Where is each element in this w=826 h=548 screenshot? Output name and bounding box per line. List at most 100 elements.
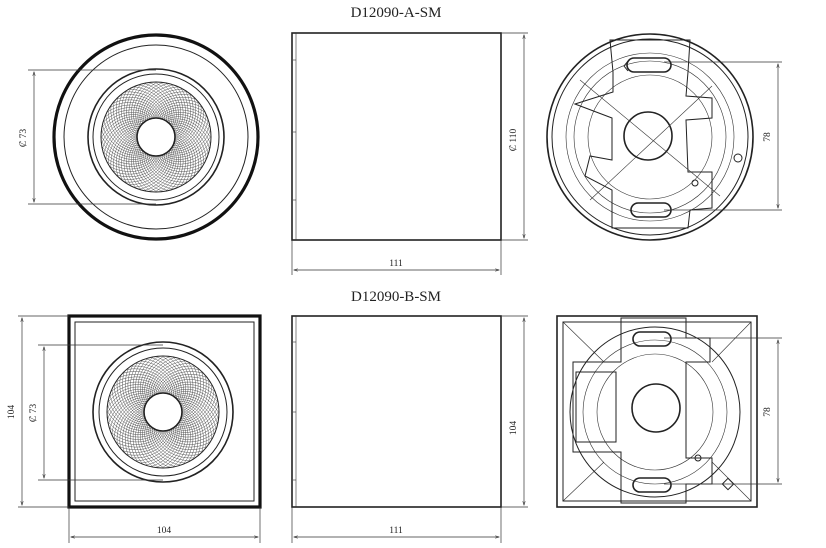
grille-line bbox=[107, 126, 141, 164]
grille-line bbox=[146, 153, 188, 183]
grille-line bbox=[107, 110, 141, 148]
grille-line bbox=[174, 134, 191, 184]
grille-line bbox=[160, 144, 179, 193]
grille-line bbox=[135, 145, 158, 193]
model-a-dia-inner-label: Ȼ 73 bbox=[18, 129, 29, 147]
grille-line bbox=[118, 93, 138, 141]
grille-line bbox=[130, 428, 173, 459]
grille-line bbox=[100, 135, 148, 158]
grille-line bbox=[171, 410, 220, 433]
grille-line bbox=[166, 384, 218, 397]
grille-line bbox=[161, 146, 211, 163]
grille-line bbox=[133, 151, 169, 188]
grille-line bbox=[157, 155, 208, 167]
grille-line bbox=[149, 82, 175, 127]
model-b-side-label: 104 bbox=[7, 405, 17, 420]
grille-line bbox=[104, 155, 155, 167]
grille-line bbox=[122, 371, 145, 418]
grille-line bbox=[145, 88, 183, 122]
grille-line bbox=[102, 109, 153, 123]
grille-line bbox=[157, 430, 204, 453]
model-a-speaker-grille bbox=[100, 81, 212, 193]
grille-line bbox=[167, 419, 186, 469]
grille-line bbox=[174, 87, 189, 138]
grille-line bbox=[180, 375, 207, 420]
grille-line bbox=[125, 408, 145, 457]
grille-line bbox=[111, 399, 149, 435]
grille-line bbox=[122, 371, 169, 394]
grille-line bbox=[111, 389, 149, 425]
grille-line bbox=[168, 421, 219, 438]
grille-line bbox=[170, 124, 207, 160]
model-a-title: D12090-A-SM bbox=[351, 5, 442, 21]
grille-line bbox=[137, 356, 154, 407]
grille-line bbox=[103, 119, 143, 152]
grille-line bbox=[174, 90, 191, 140]
grille-line bbox=[105, 124, 142, 160]
grille-line bbox=[143, 151, 179, 188]
grille-line bbox=[178, 415, 191, 467]
grille-line bbox=[167, 125, 210, 154]
grille-line bbox=[174, 138, 186, 189]
grille-line bbox=[144, 83, 173, 126]
grille-line bbox=[181, 359, 194, 411]
grille-line bbox=[103, 122, 143, 155]
grille-line bbox=[135, 81, 158, 129]
grille-line bbox=[154, 145, 177, 193]
grille-line bbox=[165, 82, 182, 132]
grille-line bbox=[130, 361, 145, 413]
grille-line bbox=[108, 395, 152, 425]
grille-line bbox=[137, 417, 154, 468]
grille-line bbox=[179, 402, 210, 445]
grille-line bbox=[102, 125, 145, 154]
grille-line bbox=[135, 415, 148, 467]
grille-line bbox=[155, 104, 206, 119]
grille-line bbox=[181, 364, 199, 415]
grille-line bbox=[178, 401, 213, 440]
grille-line bbox=[145, 358, 178, 399]
grille-line bbox=[128, 83, 142, 134]
grille-line bbox=[109, 155, 159, 172]
grille-line bbox=[155, 368, 200, 395]
grille-line bbox=[172, 105, 202, 147]
grille-line bbox=[132, 413, 145, 465]
grille-line bbox=[118, 133, 138, 181]
grille-line bbox=[112, 379, 164, 394]
grille-line bbox=[116, 96, 162, 119]
grille-line bbox=[119, 404, 146, 449]
grille-line bbox=[108, 384, 160, 397]
grille-line bbox=[116, 155, 162, 178]
grille-line bbox=[171, 391, 220, 414]
grille-line bbox=[106, 391, 155, 414]
grille-line bbox=[115, 131, 138, 177]
grille-line bbox=[148, 425, 181, 466]
grille-line bbox=[137, 82, 163, 127]
grille-line bbox=[170, 416, 220, 435]
grille-line bbox=[177, 399, 215, 435]
model-b-width-side-label: 111 bbox=[389, 526, 403, 536]
grille-line bbox=[127, 409, 145, 460]
grille-line bbox=[132, 359, 145, 411]
grille-line bbox=[176, 397, 217, 430]
grille-line bbox=[146, 423, 176, 467]
grille-line bbox=[115, 430, 166, 448]
grille-line bbox=[150, 96, 196, 119]
grille-line bbox=[160, 430, 211, 448]
grille-line bbox=[145, 152, 183, 186]
grille-line bbox=[174, 136, 189, 187]
grille-line bbox=[170, 140, 184, 191]
grille-line bbox=[152, 427, 191, 462]
model-a-side-view: Ȼ 110 111 bbox=[291, 32, 528, 275]
grille-line bbox=[126, 368, 171, 395]
grille-line bbox=[101, 146, 151, 163]
grille-line bbox=[150, 357, 180, 401]
grille-line bbox=[140, 360, 176, 398]
grille-line bbox=[124, 153, 166, 183]
model-b-rear-view: 78 bbox=[556, 315, 782, 508]
grille-line bbox=[112, 430, 164, 445]
grille-line bbox=[101, 118, 146, 144]
grille-line bbox=[108, 399, 152, 429]
grille-line bbox=[140, 419, 159, 469]
grille-line bbox=[121, 90, 138, 140]
grille-line bbox=[179, 379, 210, 422]
